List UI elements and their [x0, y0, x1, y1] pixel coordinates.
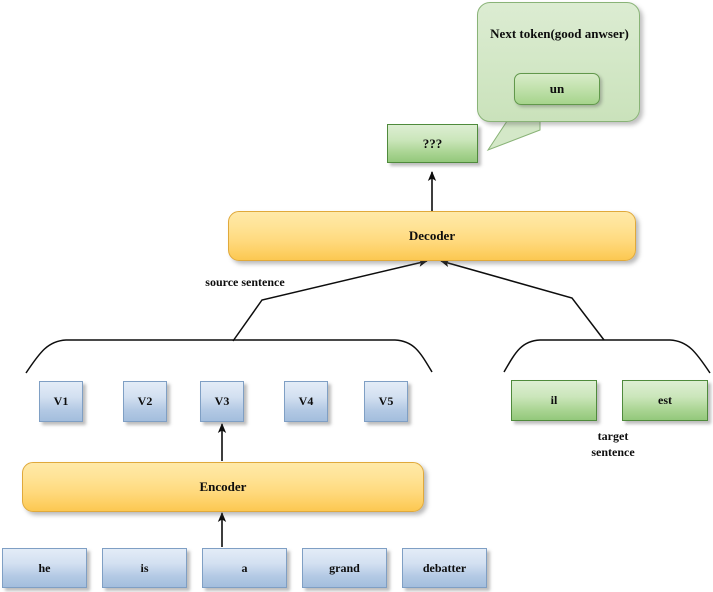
- source-word-box-is: is: [102, 548, 187, 588]
- source-word-box-debatter: debatter: [402, 548, 487, 588]
- target-token-box-est: est: [622, 380, 708, 421]
- vector-box-v1: V1: [39, 381, 83, 422]
- source-sentence-brace: [25, 339, 433, 374]
- source-word-box-grand: grand: [302, 548, 387, 588]
- source-word-box-a: a: [202, 548, 287, 588]
- vector-box-v5: V5: [364, 381, 408, 422]
- source-word-box-he: he: [2, 548, 87, 588]
- encoder-box: Encoder: [22, 462, 424, 512]
- next-token-callout: Next token(good anwser) un: [477, 2, 640, 122]
- target-token-box-il: il: [511, 380, 597, 421]
- source-sentence-caption: source sentence: [205, 275, 285, 289]
- vector-box-v3: V3: [200, 381, 244, 422]
- callout-token-box: un: [514, 73, 600, 105]
- vector-box-v2: V2: [123, 381, 167, 422]
- target-sentence-brace: [503, 339, 711, 374]
- vector-box-v4: V4: [284, 381, 328, 422]
- target-sentence-caption: target sentence: [591, 429, 635, 459]
- prediction-box: ???: [387, 124, 478, 163]
- decoder-box: Decoder: [228, 211, 636, 261]
- source-sentence-riser: [232, 259, 428, 342]
- callout-title: Next token(good anwser): [490, 26, 629, 41]
- target-sentence-riser: [440, 259, 605, 341]
